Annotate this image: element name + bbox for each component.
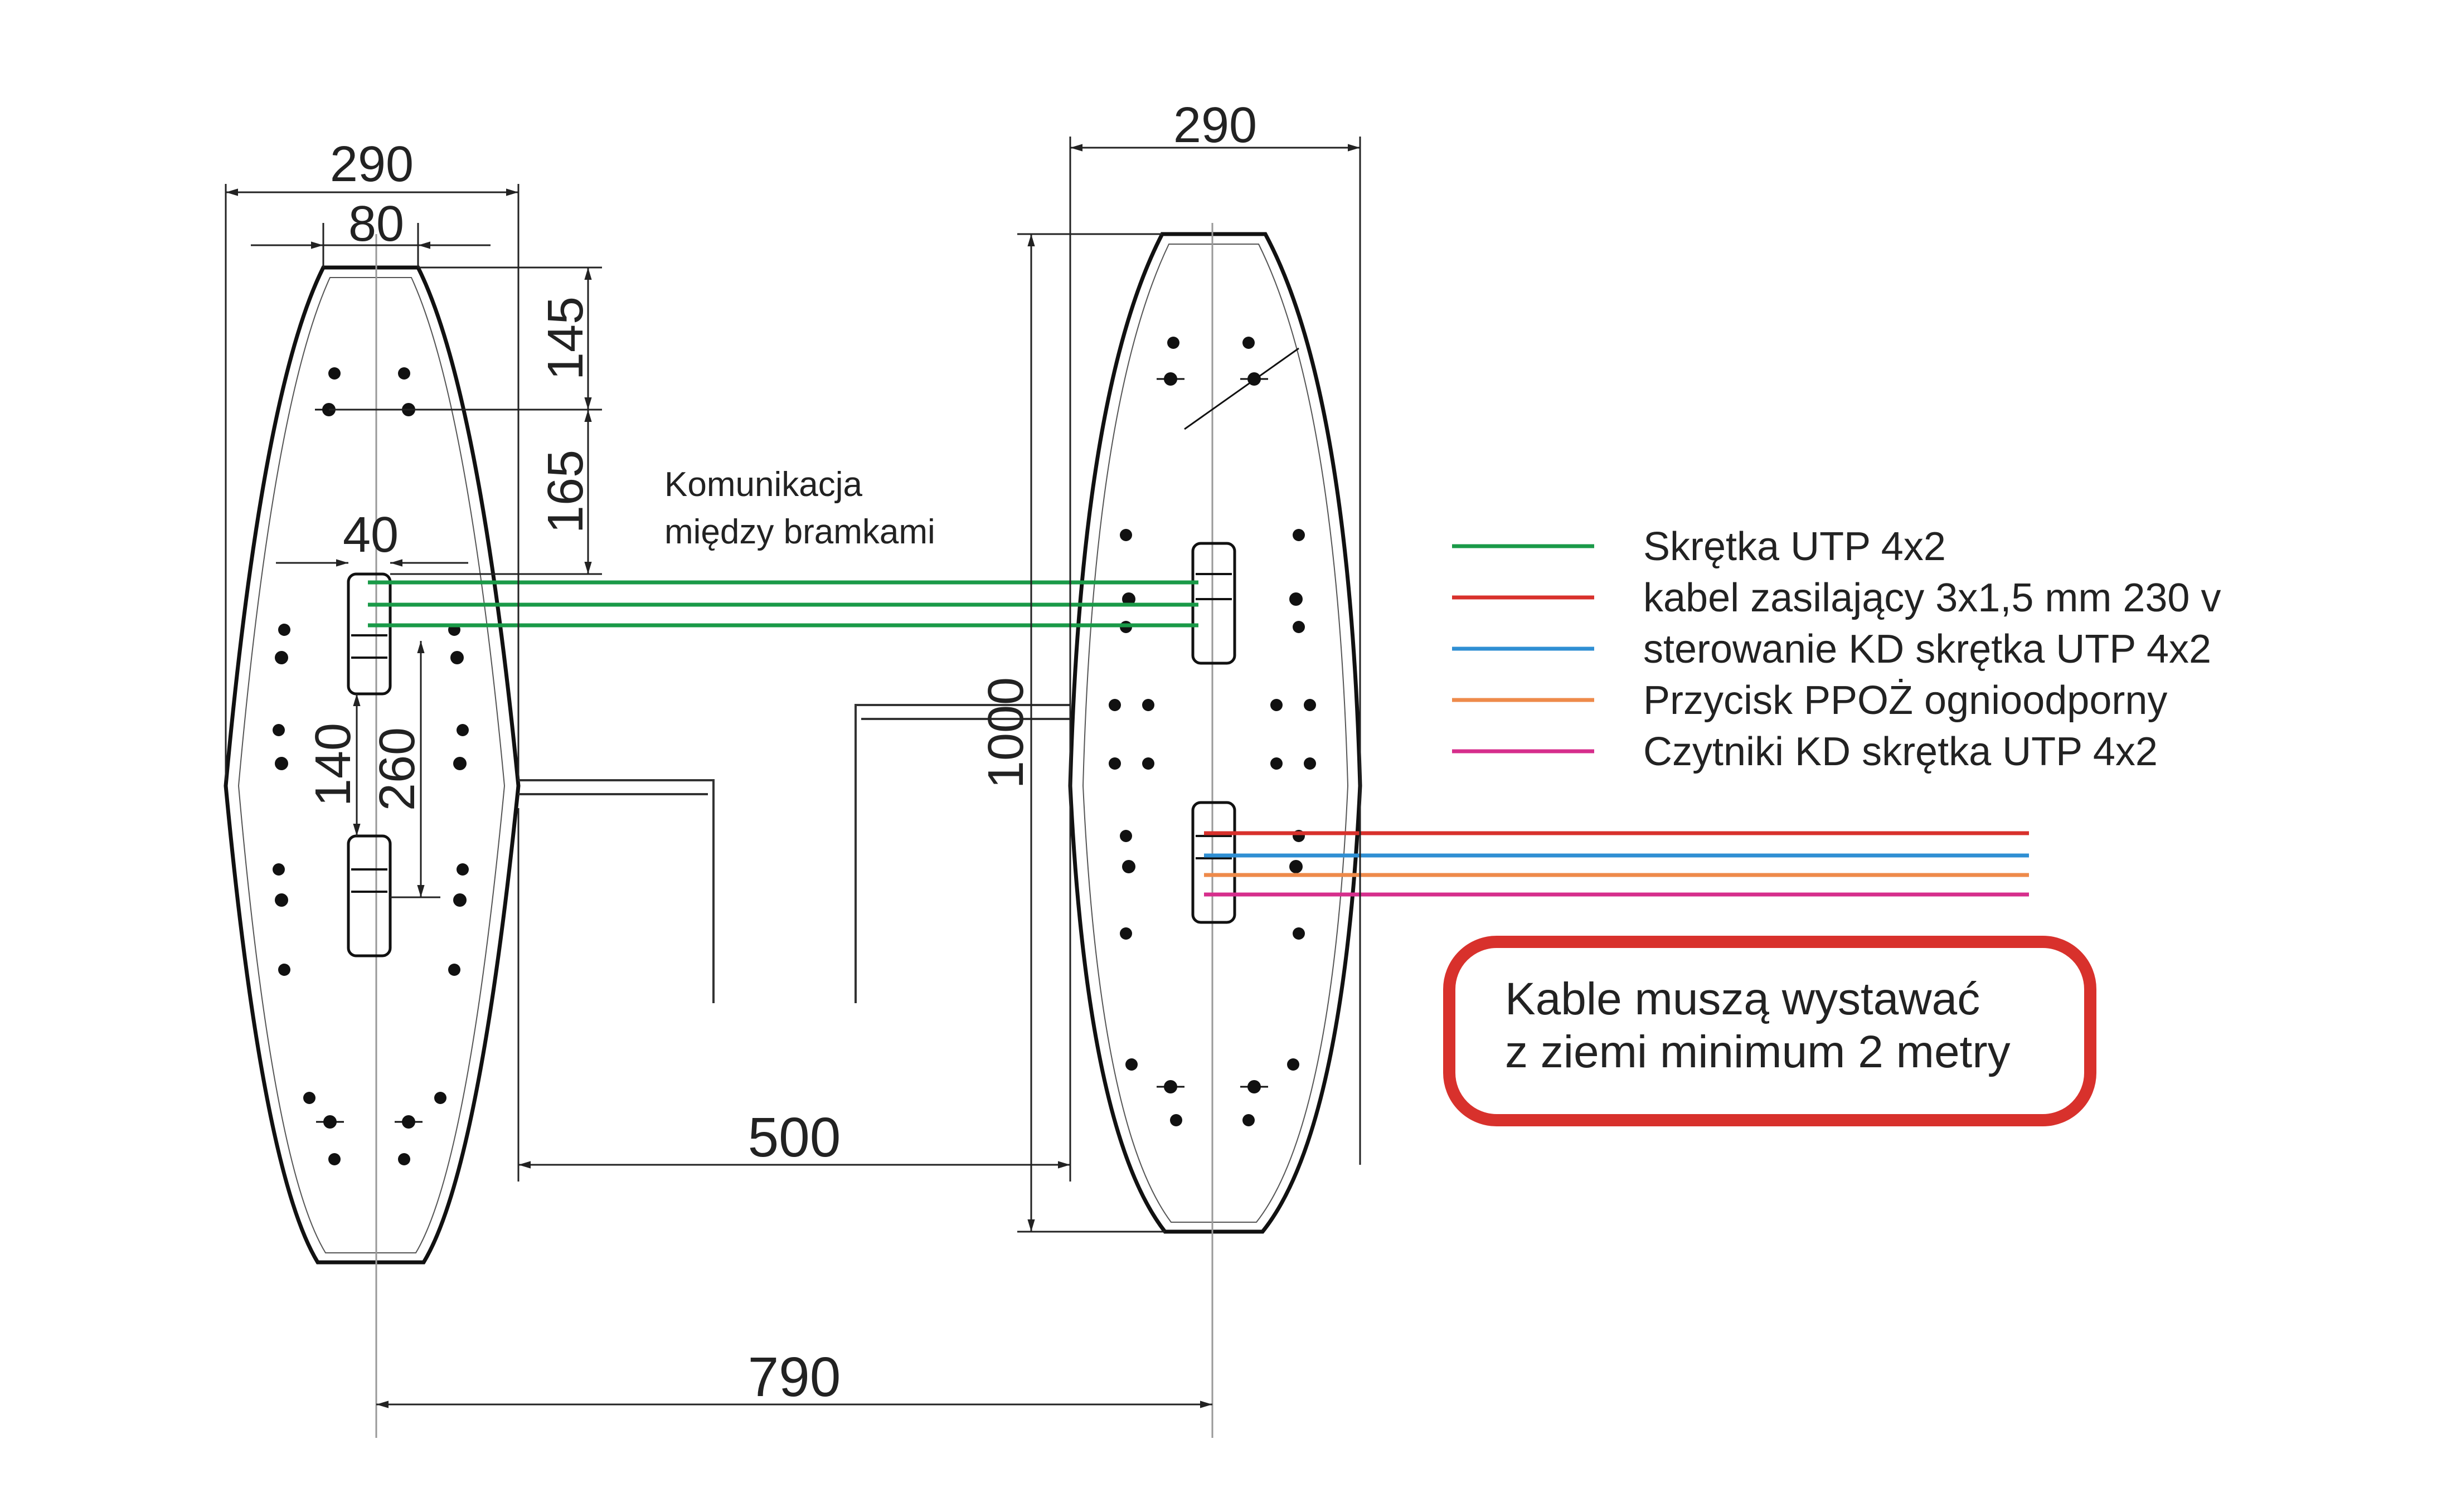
dim-gap-between: 500 bbox=[748, 1106, 841, 1169]
communication-label-line2: między bramkami bbox=[664, 513, 935, 551]
legend-label: Przycisk PPOŻ ognioodporny bbox=[1643, 678, 2167, 723]
dim-right-width: 290 bbox=[1173, 98, 1257, 153]
note-box bbox=[1443, 936, 2096, 1126]
dim-axis-distance: 790 bbox=[748, 1346, 841, 1408]
legend-item: Przycisk PPOŻ ognioodporny bbox=[1452, 678, 2167, 723]
left-arm bbox=[518, 779, 715, 1003]
right-gate-body bbox=[1068, 232, 1362, 1234]
legend-label: Czytniki KD skrętka UTP 4x2 bbox=[1643, 730, 2158, 774]
legend-label: sterowanie KD skrętka UTP 4x2 bbox=[1643, 627, 2211, 672]
dim-left-reader-gap: 140 bbox=[305, 723, 361, 806]
dimension-labels: 290 80 145 165 40 140 260 290 1000 500 7… bbox=[305, 98, 1257, 1408]
right-gate-inner-contour bbox=[1082, 244, 1349, 1223]
legend-label: Skrętka UTP 4x2 bbox=[1643, 524, 1946, 569]
cable-legend: Skrętka UTP 4x2 kabel zasilający 3x1,5 mm… bbox=[1452, 524, 2221, 774]
left-gate-body bbox=[224, 265, 521, 1265]
legend-item: sterowanie KD skrętka UTP 4x2 bbox=[1452, 627, 2211, 672]
right-reader-lower bbox=[1191, 801, 1236, 924]
legend-item: kabel zasilający 3x1,5 mm 230 v bbox=[1452, 576, 2221, 620]
right-arm bbox=[855, 704, 1070, 1003]
installation-note: Kable muszą wystawać z ziemi minimum 2 m… bbox=[1443, 936, 2096, 1126]
legend-item: Czytniki KD skrętka UTP 4x2 bbox=[1452, 730, 2158, 774]
dim-left-top-offset: 145 bbox=[538, 296, 594, 380]
communication-label: Komunikacja między bramkami bbox=[664, 465, 935, 551]
right-gate-holes bbox=[1109, 337, 1316, 1126]
dim-left-slot-width: 80 bbox=[348, 196, 404, 252]
right-gate bbox=[855, 223, 1362, 1438]
dim-right-length: 1000 bbox=[978, 677, 1034, 789]
left-gate-inner-contour bbox=[237, 277, 506, 1253]
note-line2: z ziemi minimum 2 metry bbox=[1505, 1027, 2011, 1077]
left-gate-holes bbox=[273, 367, 469, 1165]
dimension-lines bbox=[225, 137, 1361, 1408]
communication-cables bbox=[368, 580, 1198, 628]
communication-label-line1: Komunikacja bbox=[664, 465, 862, 504]
left-reader-lower bbox=[347, 834, 392, 957]
left-gate bbox=[224, 234, 715, 1438]
legend-label: kabel zasilający 3x1,5 mm 230 v bbox=[1643, 576, 2221, 620]
dim-left-reader-span: 260 bbox=[370, 727, 425, 811]
dim-left-width: 290 bbox=[330, 137, 414, 192]
note-line1: Kable muszą wystawać bbox=[1505, 974, 1980, 1024]
right-reader-upper bbox=[1191, 542, 1236, 665]
dim-left-second-offset: 165 bbox=[538, 450, 594, 533]
left-reader-upper bbox=[347, 572, 392, 696]
legend-item: Skrętka UTP 4x2 bbox=[1452, 524, 1946, 569]
dim-left-reader-width: 40 bbox=[343, 507, 399, 563]
outgoing-cables bbox=[1204, 831, 2029, 897]
